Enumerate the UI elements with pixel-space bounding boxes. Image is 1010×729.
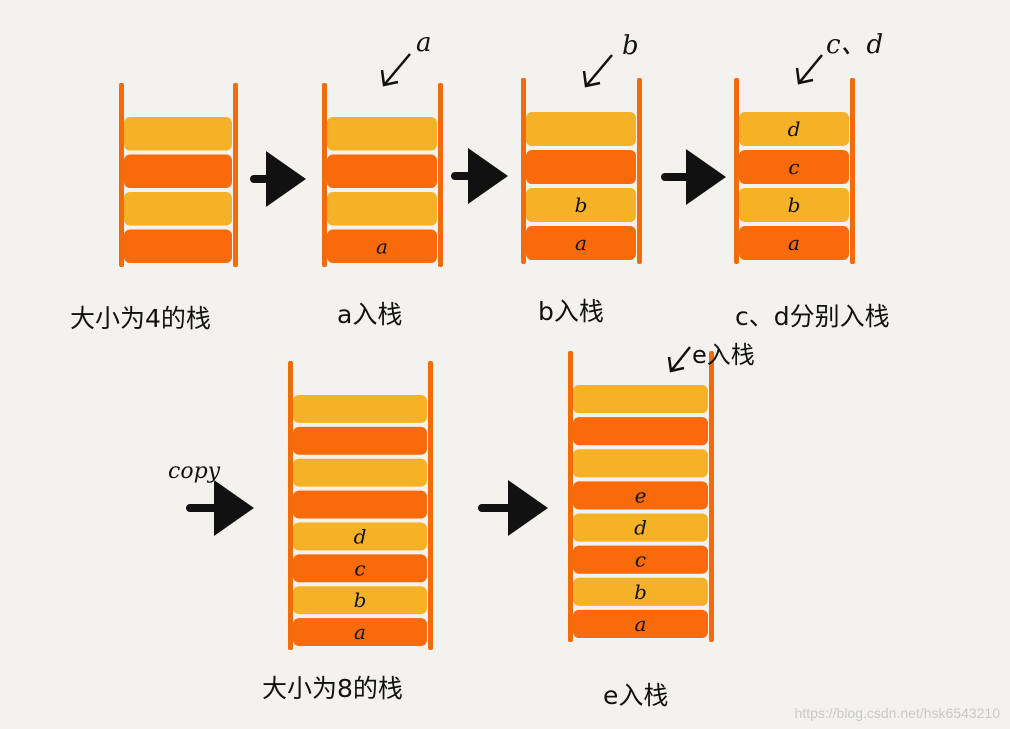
push-label-b: b [622,31,639,61]
cell-label: c [788,155,799,179]
push-label-e: e入栈 [692,341,755,369]
stack-cell [739,226,849,260]
stack-cell [293,554,427,583]
stack-cell [573,545,708,574]
flow-arrows [186,148,726,536]
stack-wall-left [568,351,573,642]
cell-label: a [635,612,647,636]
cell-label: b [354,588,367,612]
stack-cell [526,112,636,146]
cell-label: d [634,516,647,540]
stack-wall-left [322,83,327,267]
caption-a-push: a入栈 [337,300,402,329]
cell-label: b [788,193,801,217]
caption-stack-size-4: 大小为4的栈 [70,304,211,333]
cell-label: a [788,231,800,255]
push-label-c-d: c、d [826,30,883,60]
watermark: https://blog.csdn.net/hsk6543210 [794,705,1000,721]
stack-a-pushed: a [322,83,443,267]
stack-cell [573,577,708,606]
stack-cell [124,192,232,226]
cell-label: d [788,117,801,141]
stack-cell [573,449,708,478]
stack-cell [573,609,708,638]
cell-label: b [575,193,588,217]
stack-cell [573,513,708,542]
stack-cell [293,458,427,487]
cell-label: a [575,231,587,255]
cell-label: c [354,556,365,580]
stack-wall-right [709,351,714,642]
stack-cell [124,117,232,151]
stack-cell [293,522,427,551]
stack-wall-left [521,78,526,264]
cell-label: a [354,620,366,644]
caption-b-push: b入栈 [538,297,604,326]
stack-b-pushed: ab [521,78,642,264]
stack-wall-left [734,78,739,264]
cell-label: d [354,524,367,548]
stack-cell [124,154,232,188]
stack-size-4 [119,83,238,267]
stack-cell [293,426,427,455]
cell-label: b [634,580,647,604]
stack-cell [573,417,708,446]
stack-cell [124,229,232,263]
caption-c-d-push: c、d分别入栈 [735,302,890,331]
stack-cell [526,226,636,260]
stack-cell [327,229,437,263]
stack-cell [739,188,849,222]
stack-wall-right [233,83,238,267]
stack-wall-left [119,83,124,267]
stack-cell [327,117,437,151]
stack-cell [573,481,708,510]
stack-wall-right [428,361,433,650]
push-arrow-c-d [795,54,823,85]
stack-wall-right [637,78,642,264]
stack-cell [526,188,636,222]
caption-e-push: e入栈 [603,681,668,710]
stack-cell [573,385,708,414]
stack-cell [293,618,427,646]
caption-stack-size-8: 大小为8的栈 [262,674,403,703]
stack-cell [293,586,427,615]
push-arrow-b [582,54,613,88]
stack-cell [327,154,437,188]
stack-wall-left [288,361,293,650]
push-arrow-e [667,346,691,373]
push-arrow-a [380,53,411,87]
push-label-a: a [416,28,432,58]
cell-label: c [635,548,646,572]
cell-label: a [376,234,388,258]
stack-cell [739,112,849,146]
cell-label: e [635,483,647,507]
stack-cell [526,150,636,184]
stack-cell [293,395,427,423]
push-arrows [380,53,823,373]
stack-cell [327,192,437,226]
stack-cell [293,490,427,519]
copy-label: copy [168,459,221,484]
stack-wall-right [850,78,855,264]
stack-cell [739,150,849,184]
stack-wall-right [438,83,443,267]
